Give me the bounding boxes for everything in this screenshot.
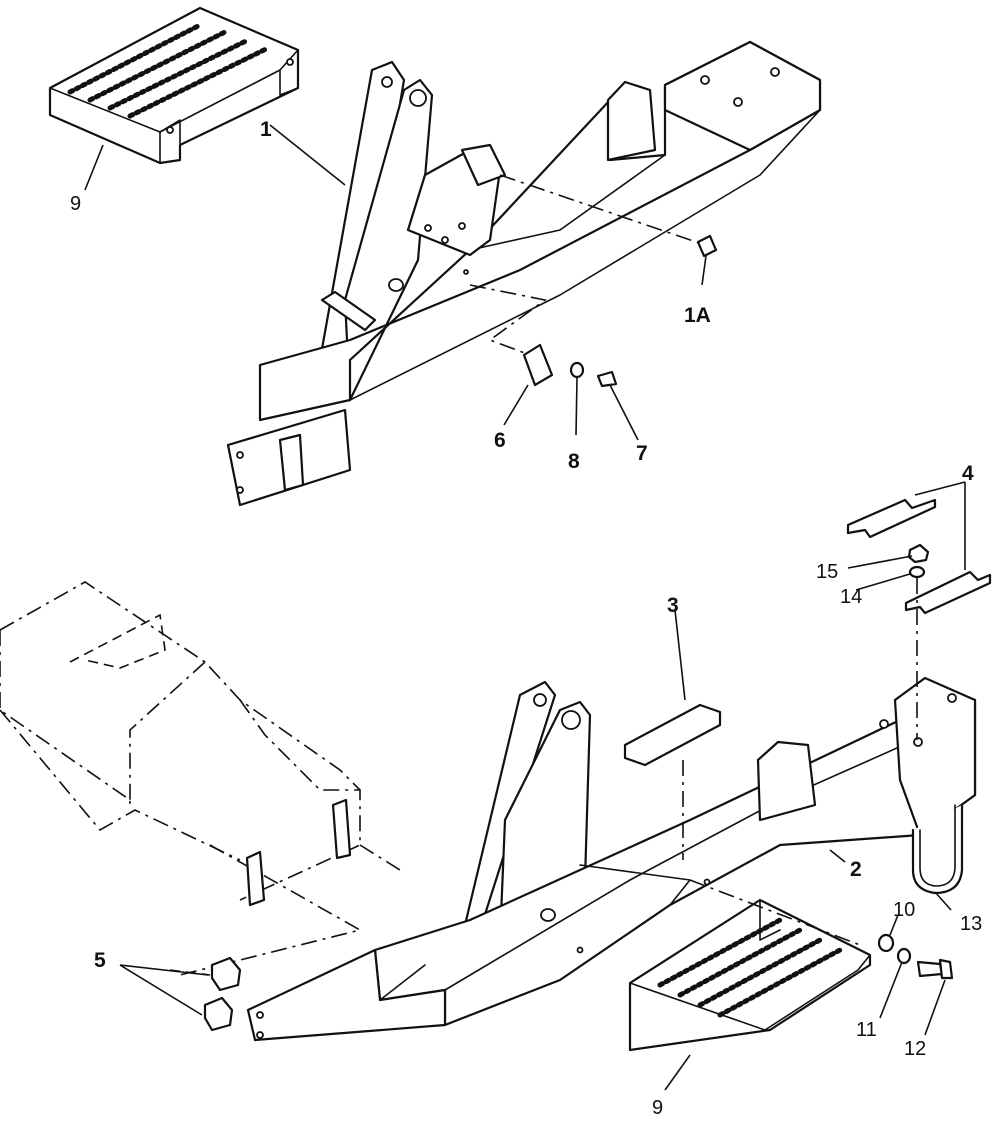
callout-1: 1 xyxy=(260,118,272,141)
callout-11: 11 xyxy=(856,1019,877,1041)
washer-10 xyxy=(877,933,895,953)
tank-outline xyxy=(0,581,401,976)
bolt-7 xyxy=(596,370,618,388)
callout-9-lower: 9 xyxy=(652,1097,663,1119)
frame-upper xyxy=(226,40,822,507)
callout-15: 15 xyxy=(816,561,838,583)
callout-1a: 1A xyxy=(684,304,711,327)
callout-8: 8 xyxy=(568,450,580,473)
shim-4-upper xyxy=(846,498,937,539)
callout-7: 7 xyxy=(636,442,648,465)
callout-14: 14 xyxy=(840,586,862,608)
callout-6: 6 xyxy=(494,429,506,452)
nut-15 xyxy=(907,543,930,564)
bolt-12 xyxy=(916,958,954,980)
callout-3: 3 xyxy=(667,594,679,617)
mount-5-upper xyxy=(210,956,242,992)
clip-6 xyxy=(522,343,554,387)
washer-8 xyxy=(569,361,585,379)
callout-10: 10 xyxy=(893,899,915,921)
callout-9-upper: 9 xyxy=(70,193,81,215)
callout-5: 5 xyxy=(94,949,106,972)
callout-13: 13 xyxy=(960,913,982,935)
washer-14 xyxy=(908,565,926,579)
callout-12: 12 xyxy=(904,1038,926,1060)
mount-5-lower xyxy=(203,996,234,1032)
step-lower xyxy=(628,879,872,1052)
step-upper xyxy=(48,6,300,165)
lockwasher-11 xyxy=(896,947,912,965)
tank-mount-brackets xyxy=(245,798,352,907)
callout-4: 4 xyxy=(962,462,974,485)
callout-2: 2 xyxy=(850,858,862,881)
pin-1a xyxy=(696,234,718,258)
pad-3 xyxy=(623,703,722,767)
frame-lower xyxy=(246,676,977,1042)
shim-4-lower xyxy=(904,570,992,615)
leader-lines xyxy=(84,124,966,1091)
